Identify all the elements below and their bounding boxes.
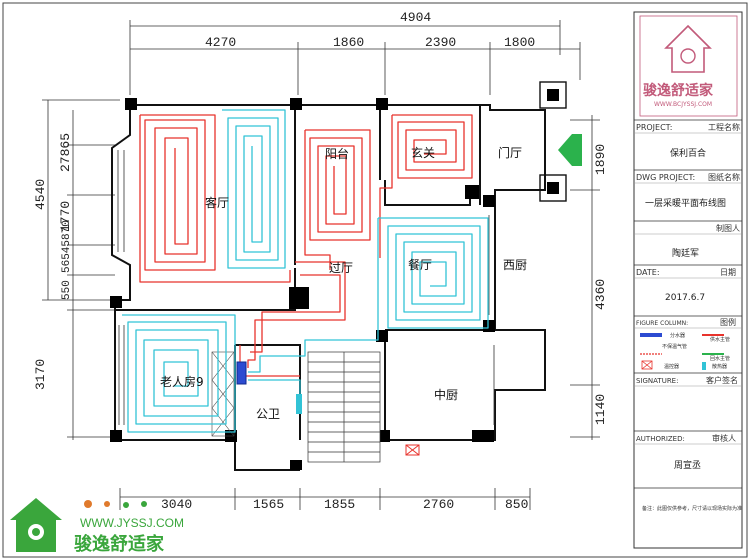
legend-return: 回水主管 (710, 355, 730, 362)
date-label: DATE: (636, 268, 660, 277)
dwg-label: DWG PROJECT: (636, 173, 695, 182)
logo-url: WWW.BCJYSSJ.COM (654, 101, 712, 108)
authorized-value: 周宣丞 (674, 459, 701, 471)
dim-left-5: 3170 (33, 359, 48, 390)
room-bathroom: 公卫 (256, 407, 280, 421)
authorized-label: AUTHORIZED: (636, 435, 685, 443)
dim-left-2: 1770 (58, 201, 73, 232)
legend (640, 333, 724, 370)
legend-gas-pipe: 不保温气管 (662, 343, 687, 350)
supply-pipe-loops (139, 114, 473, 368)
dim-bottom-3: 1855 (324, 497, 355, 512)
date-value: 2017.6.7 (665, 293, 705, 303)
dim-bottom-5: 850 (505, 497, 528, 512)
top-dimensions (129, 20, 581, 95)
project-value: 保利百合 (670, 147, 706, 159)
bottom-dimensions (119, 488, 531, 510)
dim-left-total: 4540 (33, 179, 48, 210)
signature-cn: 客户签名 (706, 375, 738, 385)
signature-label: SIGNATURE: (636, 377, 678, 385)
legend-thermostat: 温控器 (664, 363, 679, 370)
manifold (236, 361, 247, 385)
dim-top-4: 1800 (504, 35, 535, 50)
entrance-arrow-icon (558, 134, 582, 166)
brand-logo (10, 498, 147, 552)
return-pipe-loops (122, 109, 489, 433)
room-living: 客厅 (205, 195, 229, 210)
brand-name: 骏逸舒适家 (74, 533, 165, 555)
dim-top-2: 1860 (333, 35, 364, 50)
date-cn: 日期 (720, 268, 736, 277)
room-hall: 过厅 (329, 261, 353, 275)
room-entry: 门厅 (498, 145, 522, 160)
title-block-note: 备注：此图仅供参考，尺寸请以现场实际为准 (642, 505, 742, 512)
title-block (633, 11, 743, 549)
room-balcony: 阳台 (325, 146, 349, 161)
brand-url: WWW.JYSSJ.COM (80, 516, 184, 530)
project-cn: 工程名称 (708, 122, 740, 132)
dim-left-3: 56545870 (61, 220, 73, 273)
dim-top-total: 4904 (400, 10, 431, 25)
dim-bottom-2: 1565 (253, 497, 284, 512)
authorized-cn: 审核人 (712, 433, 736, 443)
room-bedroom: 老人房9 (160, 374, 204, 389)
dim-right-3: 1140 (593, 394, 608, 425)
entry-pillars (539, 81, 567, 202)
legend-supply: 供水主管 (710, 336, 730, 343)
company-logo (639, 15, 738, 117)
legend-manifold: 分水器 (670, 332, 685, 339)
legend-radiator: 散热器 (712, 363, 727, 370)
drawer-value: 陶廷军 (672, 247, 699, 259)
dwg-cn: 图纸名称 (708, 172, 740, 182)
bedroom-door-hatch (211, 351, 235, 437)
thermostat-icon (405, 444, 420, 456)
dim-top-3: 2390 (425, 35, 456, 50)
left-dimensions (42, 99, 120, 440)
room-kitchen: 中厨 (434, 387, 458, 402)
drawer-cn: 制图人 (716, 223, 740, 233)
windows (117, 150, 495, 425)
dim-right-2: 4360 (593, 279, 608, 310)
dim-left-4: 550 (61, 280, 73, 300)
radiator (296, 394, 302, 414)
logo-text: 骏逸舒适家 (643, 82, 714, 99)
dim-bottom-1: 3040 (161, 497, 192, 512)
dim-left-1: 27865 (58, 133, 73, 172)
room-west-kitchen: 西厨 (503, 258, 527, 272)
figure-cn: 图例 (720, 317, 736, 327)
room-foyer: 玄关 (411, 145, 435, 160)
right-dimensions (570, 115, 600, 440)
room-dining: 餐厅 (408, 257, 432, 272)
figure-label: FIGURE COLUMN: (636, 320, 688, 327)
dwg-value: 一层采暖平面布线图 (645, 197, 726, 209)
staircase (307, 351, 381, 463)
project-label: PROJECT: (636, 123, 672, 132)
dim-right-1: 1890 (593, 144, 608, 175)
dim-top-1: 4270 (205, 35, 236, 50)
dim-bottom-4: 2760 (423, 497, 454, 512)
